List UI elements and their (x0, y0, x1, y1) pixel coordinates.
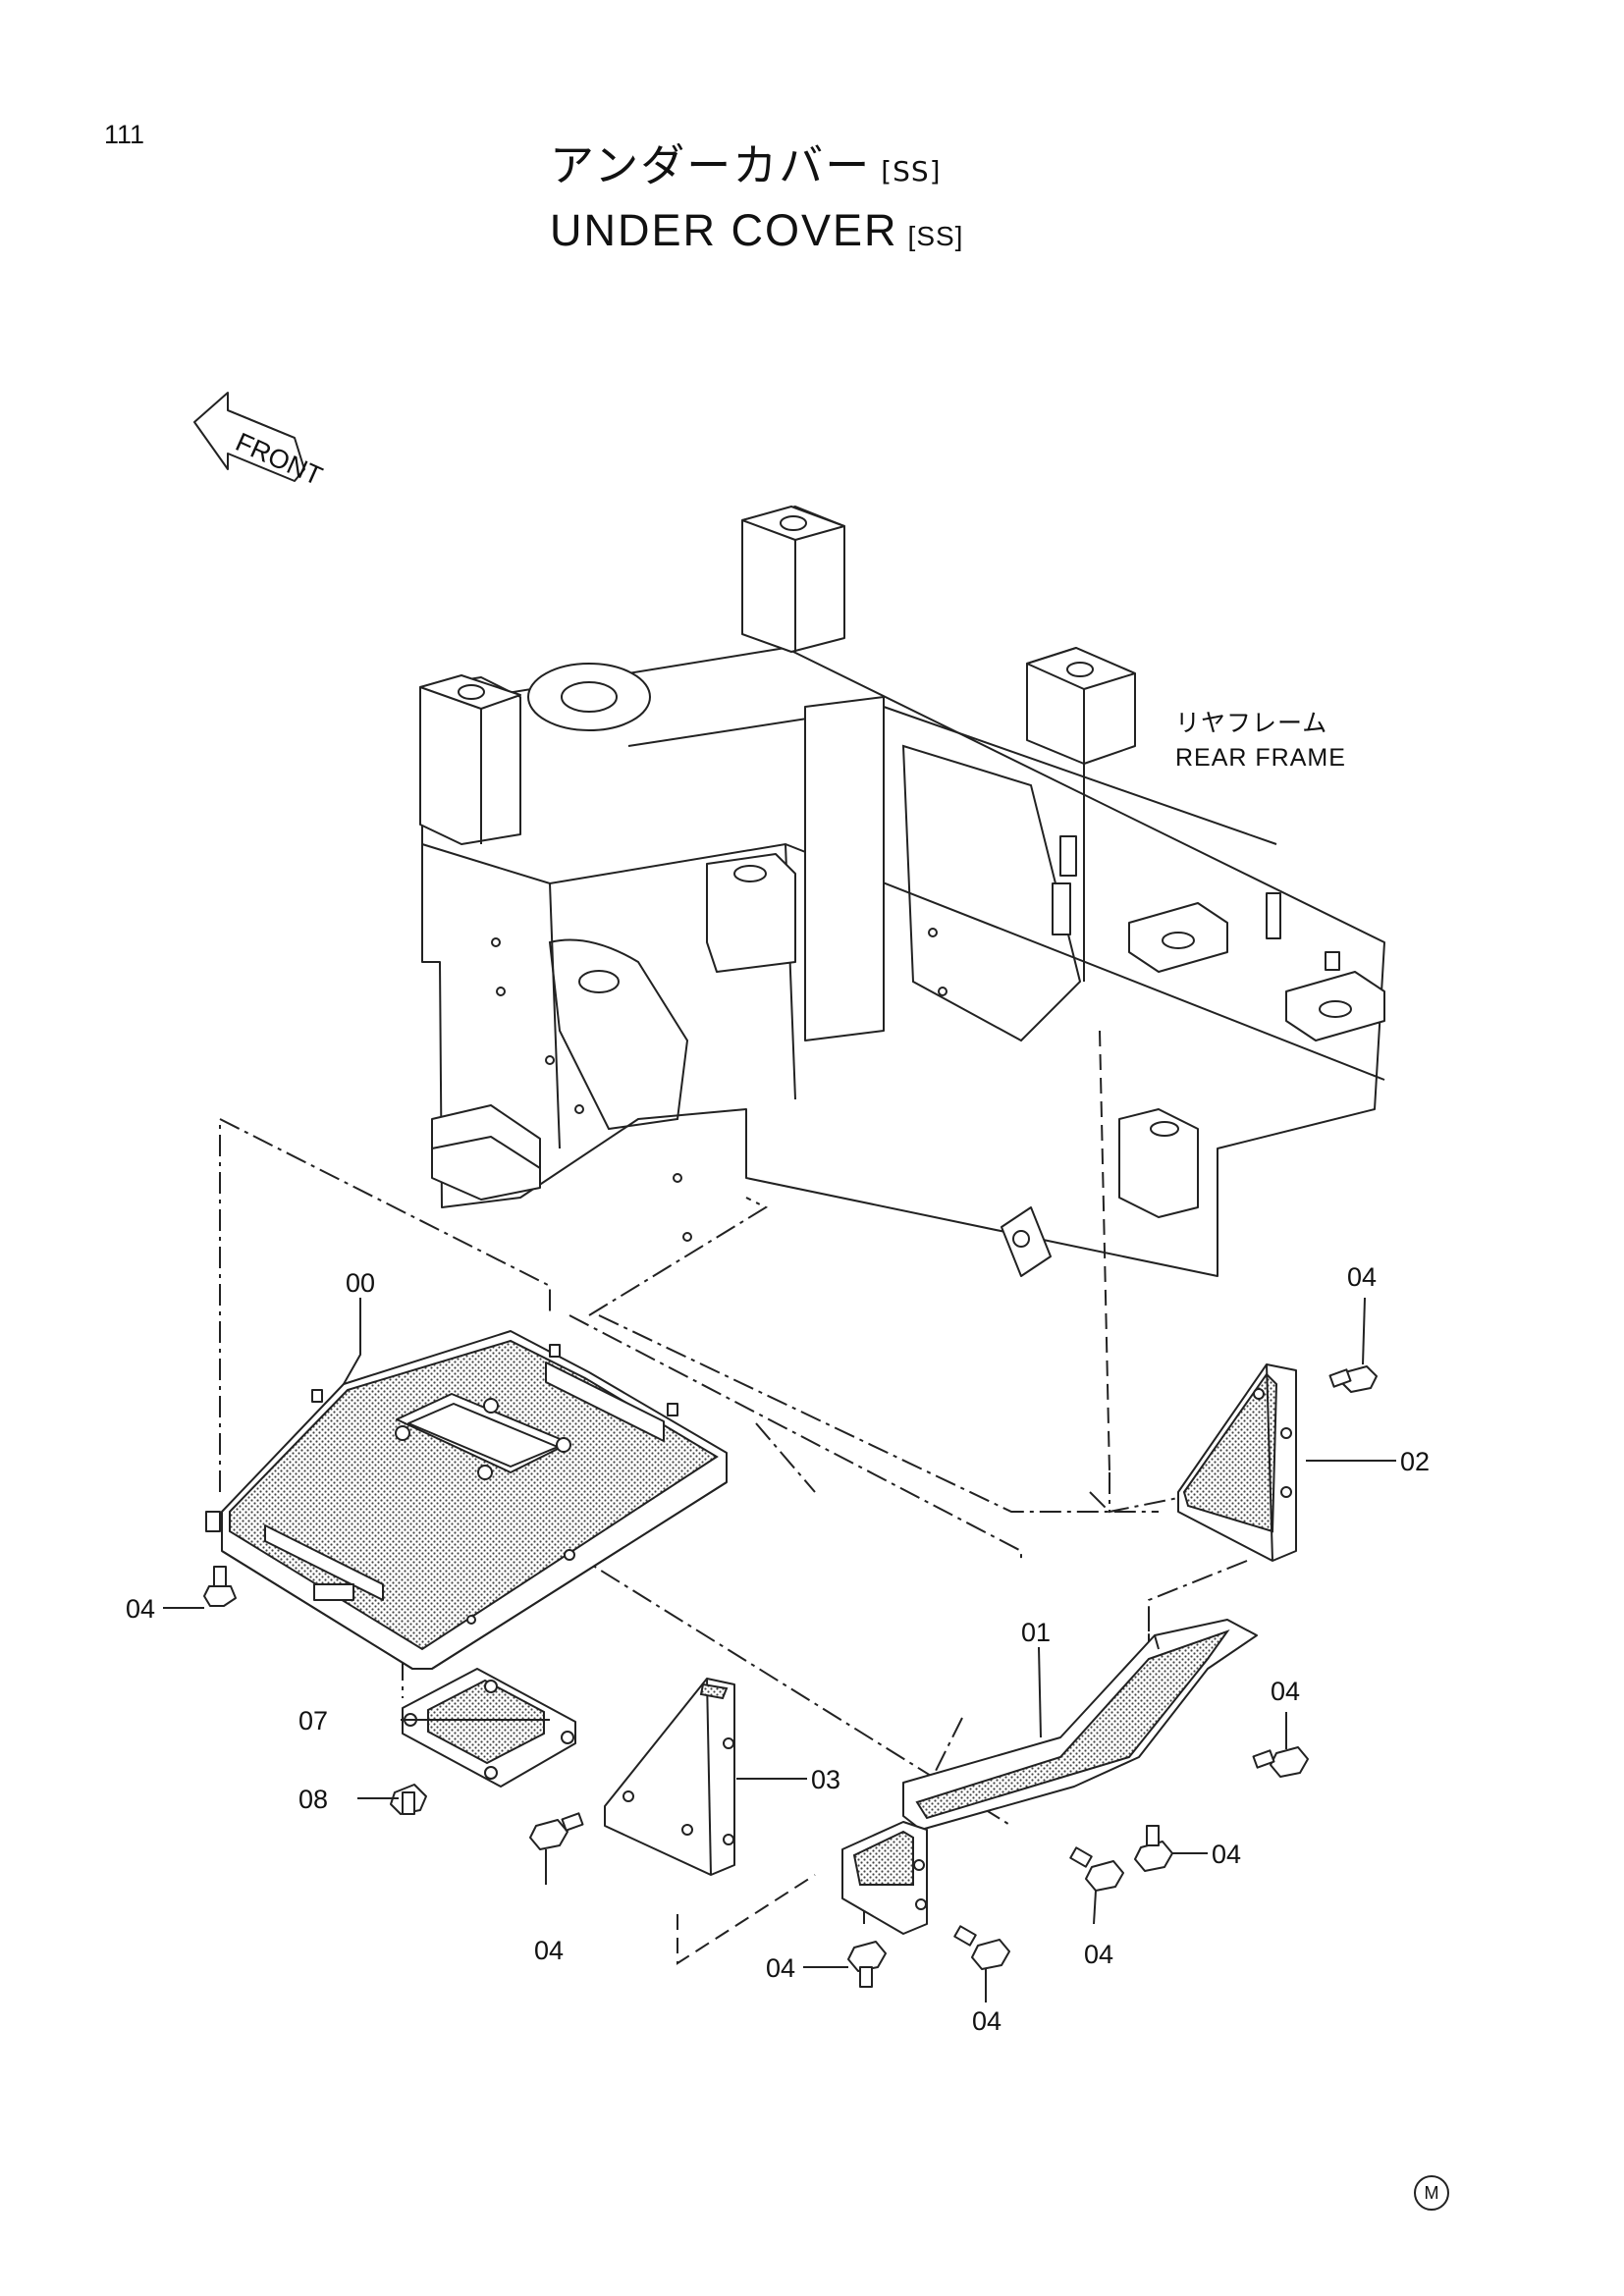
callout-03: 03 (811, 1765, 840, 1794)
bolt-icon-d (1252, 1746, 1309, 1778)
swing-mount-plate (527, 663, 651, 731)
callout-04-left: 04 (126, 1594, 155, 1624)
marker-icon: M (1414, 2175, 1449, 2211)
callout-01: 01 (1021, 1618, 1051, 1647)
callout-04-bottom: 04 (766, 1953, 795, 1983)
callout-04-lowest: 04 (972, 2006, 1001, 2036)
part-03-bracket (604, 1678, 735, 1876)
leader-lines (163, 1297, 1396, 2002)
callout-08: 08 (298, 1785, 328, 1814)
frame-post-left (419, 674, 521, 845)
bolt-icon-b (1328, 1365, 1378, 1393)
callout-04-right-lower: 04 (1212, 1840, 1241, 1869)
frame-post-center (741, 506, 845, 653)
bolt-icon-h (847, 1941, 887, 1988)
callout-04-top-right: 04 (1347, 1262, 1377, 1292)
rear-frame (419, 506, 1385, 1277)
part-02-bracket (1177, 1363, 1297, 1562)
front-arrow-icon: FRONT (193, 392, 327, 491)
bolt-icon-g (1134, 1825, 1173, 1872)
bolt-icon-i (953, 1925, 1010, 1970)
title-variant-tag-en: [SS] (907, 221, 964, 251)
part-01-channel (841, 1619, 1258, 1935)
rear-frame-label-english: REAR FRAME (1175, 744, 1346, 772)
bolt-icon-e (529, 1812, 584, 1850)
callout-04-bottom-right: 04 (1084, 1940, 1113, 1969)
title-variant-tag-ja: [SS] (881, 155, 942, 187)
rear-frame-label-japanese: リヤフレーム (1175, 710, 1327, 737)
frame-post-right (1026, 647, 1136, 982)
page-number: 111 (104, 120, 145, 149)
bolt-icon-c (390, 1784, 427, 1815)
title-block: アンダーカバー [SS] UNDER COVER [SS] (550, 137, 1100, 265)
callout-07: 07 (298, 1706, 328, 1735)
title-japanese: アンダーカバー (550, 139, 872, 191)
callout-02: 02 (1400, 1447, 1430, 1476)
title-english: UNDER COVER (550, 205, 898, 255)
title-english-line: UNDER COVER [SS] (550, 202, 1100, 265)
bolt-icon-a (203, 1566, 237, 1607)
callout-00: 00 (346, 1268, 375, 1298)
callout-04-bottom-center: 04 (534, 1936, 564, 1965)
part-00-under-cover (205, 1330, 728, 1670)
part-07-cover-plate (402, 1668, 576, 1788)
bolt-icon-f (1069, 1846, 1124, 1892)
callout-04-right: 04 (1271, 1677, 1300, 1706)
title-japanese-line: アンダーカバー [SS] (550, 137, 1100, 200)
